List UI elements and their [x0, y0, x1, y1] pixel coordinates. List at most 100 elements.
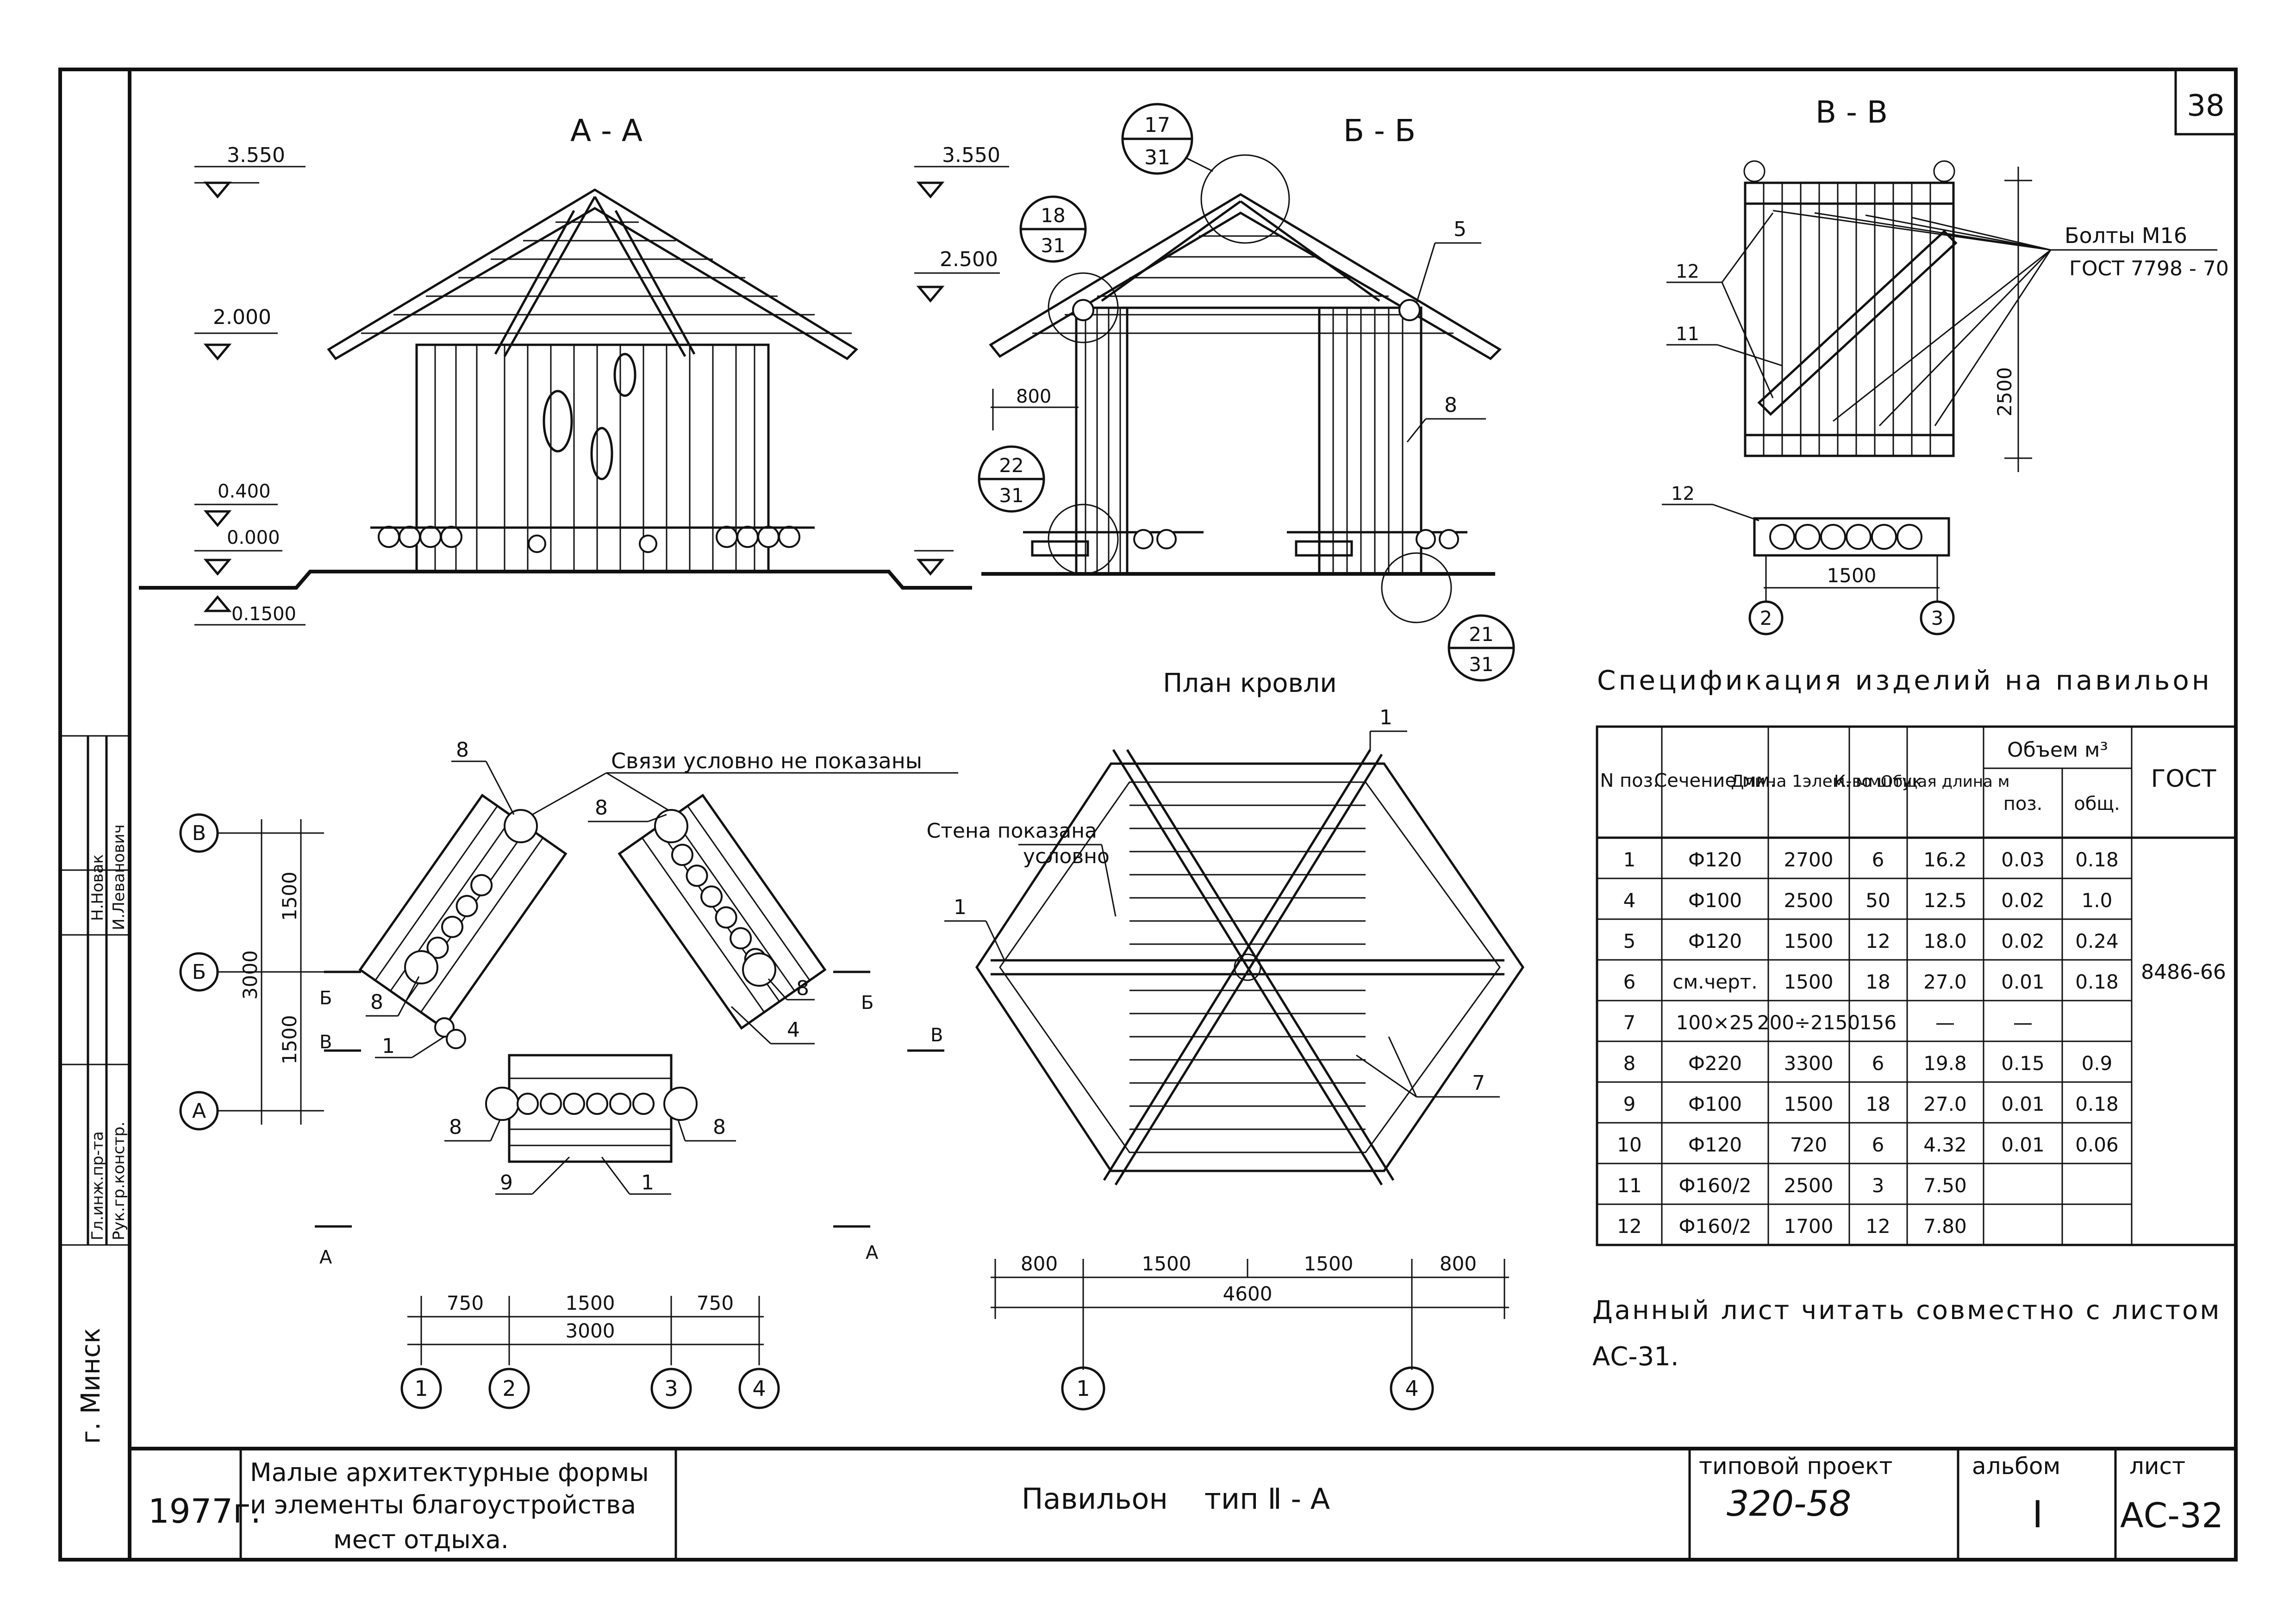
label-bb-5: 5 [1454, 218, 1466, 241]
spec-cell-length: 1500 [1784, 971, 1834, 993]
spec-cell-vol-total: 0.06 [2075, 1133, 2119, 1156]
plan-label-1: 1 [382, 1034, 395, 1058]
cut-v-left: В [319, 1032, 332, 1053]
dim-plan-1500a: 1500 [278, 871, 301, 921]
section-vv: В - В Болты М16 ГОСТ 7798 - 70 2500 12 1… [1662, 94, 2229, 635]
spec-h-gost: ГОСТ [2151, 765, 2216, 793]
plan-label-8a: 8 [456, 738, 469, 762]
title-name: Павильон тип Ⅱ - А [1022, 1482, 1330, 1516]
spec-cell-section: Ф100 [1688, 889, 1742, 912]
spec-cell-count: 50 [1866, 889, 1890, 912]
spec-cell-vol-total: 0.18 [2075, 1093, 2119, 1115]
callout-18-num: 18 [1041, 204, 1065, 227]
spec-h-count: К-во штук [1834, 772, 1922, 791]
callout-17-num: 17 [1144, 113, 1170, 137]
spec-cell-num: 5 [1623, 930, 1636, 952]
level-aa-seat: 0.400 [218, 481, 271, 502]
roof-label-1b: 1 [954, 896, 967, 919]
spec-cell-count: 6 [1872, 848, 1884, 871]
spec-cell-vol-total: 0.18 [2075, 971, 2119, 993]
spec-cell-count: 3 [1872, 1174, 1884, 1197]
spec-cell-vol-pos: 0.01 [2001, 1093, 2045, 1115]
title-series-3: мест отдыха. [333, 1525, 509, 1554]
title-series-2: и элементы благоустройства [250, 1490, 636, 1519]
title-year: 1977г. [148, 1492, 261, 1531]
spec-cell-total: 27.0 [1923, 1093, 1967, 1115]
label-bb-8: 8 [1444, 393, 1457, 417]
spec-title: Спецификация изделий на павильон [1597, 665, 2212, 696]
spec-cell-length: 2700 [1784, 848, 1834, 871]
spec-cell-section: 100×25 [1676, 1011, 1754, 1034]
plan-view: Связи условно не показаны [179, 738, 958, 1409]
dim-plan-3000: 3000 [239, 950, 262, 1000]
spec-h-volume: Объем м³ [2007, 738, 2108, 762]
spec-cell-section: Ф220 [1688, 1052, 1742, 1075]
spec-cell-length: 1500 [1784, 930, 1834, 952]
ties-note: Связи условно не показаны [611, 748, 922, 773]
spec-cell-num: 8 [1623, 1052, 1636, 1075]
callout-21-num: 21 [1469, 623, 1493, 646]
callout-22-sheet: 31 [999, 484, 1023, 507]
axis-plan-4: 4 [752, 1376, 766, 1401]
label-vv-bench-12: 12 [1671, 483, 1695, 504]
stamp-name-1: Н.Новак [88, 854, 107, 921]
label-vv-11: 11 [1676, 324, 1699, 345]
spec-cell-count: 6 [1872, 1052, 1884, 1075]
spec-cell-length: 2500 [1784, 889, 1834, 912]
dim-roof-800a: 800 [1021, 1252, 1058, 1275]
section-bb: Б - Б 3.550 2.500 800 5 8 [912, 113, 1502, 590]
callout-21-sheet: 31 [1469, 653, 1493, 676]
spec-cell-num: 7 [1623, 1011, 1636, 1034]
section-vv-title: В - В [1816, 94, 1888, 130]
spec-cell-length: 720 [1790, 1133, 1827, 1156]
cut-v-right: В [930, 1025, 943, 1046]
side-stamp [60, 735, 130, 1246]
spec-cell-vol-total: 0.18 [2075, 848, 2119, 871]
plan-label-8b: 8 [595, 796, 608, 820]
spec-cell-total: 12.5 [1923, 889, 1967, 912]
axis-roof-4: 4 [1405, 1376, 1418, 1401]
spec-cell-count: 12 [1866, 1215, 1890, 1238]
plan-label-4: 4 [787, 1018, 800, 1042]
spec-cell-total: 19.8 [1923, 1052, 1967, 1075]
spec-cell-num: 9 [1623, 1093, 1636, 1115]
spec-cell-num: 12 [1617, 1215, 1641, 1238]
spec-cell-count: 18 [1866, 1093, 1890, 1115]
bolts-gost: ГОСТ 7798 - 70 [2069, 257, 2229, 280]
callout-17-sheet: 31 [1144, 146, 1170, 169]
title-block [239, 1449, 2117, 1560]
spec-cell-vol-total: 0.9 [2082, 1052, 2113, 1075]
callout-18-sheet: 31 [1041, 234, 1065, 257]
callout-17: 17 31 [1121, 103, 1290, 244]
spec-cell-section: см.черт. [1672, 971, 1757, 993]
level-aa-top: 3.550 [227, 143, 285, 167]
spec-cell-section: Ф120 [1688, 930, 1742, 952]
spec-cell-num: 1 [1623, 848, 1636, 871]
section-aa: А - А 3.550 2.000 0.400 0.000 0.1500 [139, 113, 972, 626]
dim-roof-800b: 800 [1440, 1252, 1477, 1275]
spec-cell-section: Ф120 [1688, 848, 1742, 871]
plan-label-1b: 1 [641, 1171, 654, 1195]
bolts-label: Болты М16 [2065, 223, 2187, 248]
spec-h-vol-pos: поз. [2003, 793, 2043, 815]
callout-21: 21 31 [1381, 552, 1515, 682]
spec-cell-section: Ф160/2 [1678, 1174, 1751, 1197]
dim-roof-1500b: 1500 [1304, 1252, 1354, 1275]
spec-cell-total: 4.32 [1923, 1133, 1967, 1156]
callout-22-num: 22 [999, 454, 1023, 477]
sheet-code: АС-32 [2120, 1496, 2223, 1536]
album-number: Ⅰ [2032, 1493, 2043, 1536]
axis-vv-2: 2 [1760, 607, 1772, 629]
note-line-1: Данный лист читать совместно с листом [1592, 1295, 2221, 1325]
cut-b-right: Б [861, 992, 873, 1014]
spec-table [1596, 725, 2237, 1246]
axis-vv-3: 3 [1931, 607, 1944, 629]
spec-cell-vol-pos: 0.01 [2001, 971, 2045, 993]
axis-a: А [192, 1099, 206, 1123]
project-number: 320-58 [1727, 1483, 1851, 1524]
plan-label-8f: 8 [713, 1115, 726, 1139]
axis-roof-1: 1 [1076, 1376, 1090, 1401]
album-label: альбом [1972, 1453, 2060, 1480]
spec-cell-length: 1500 [1784, 1093, 1834, 1115]
